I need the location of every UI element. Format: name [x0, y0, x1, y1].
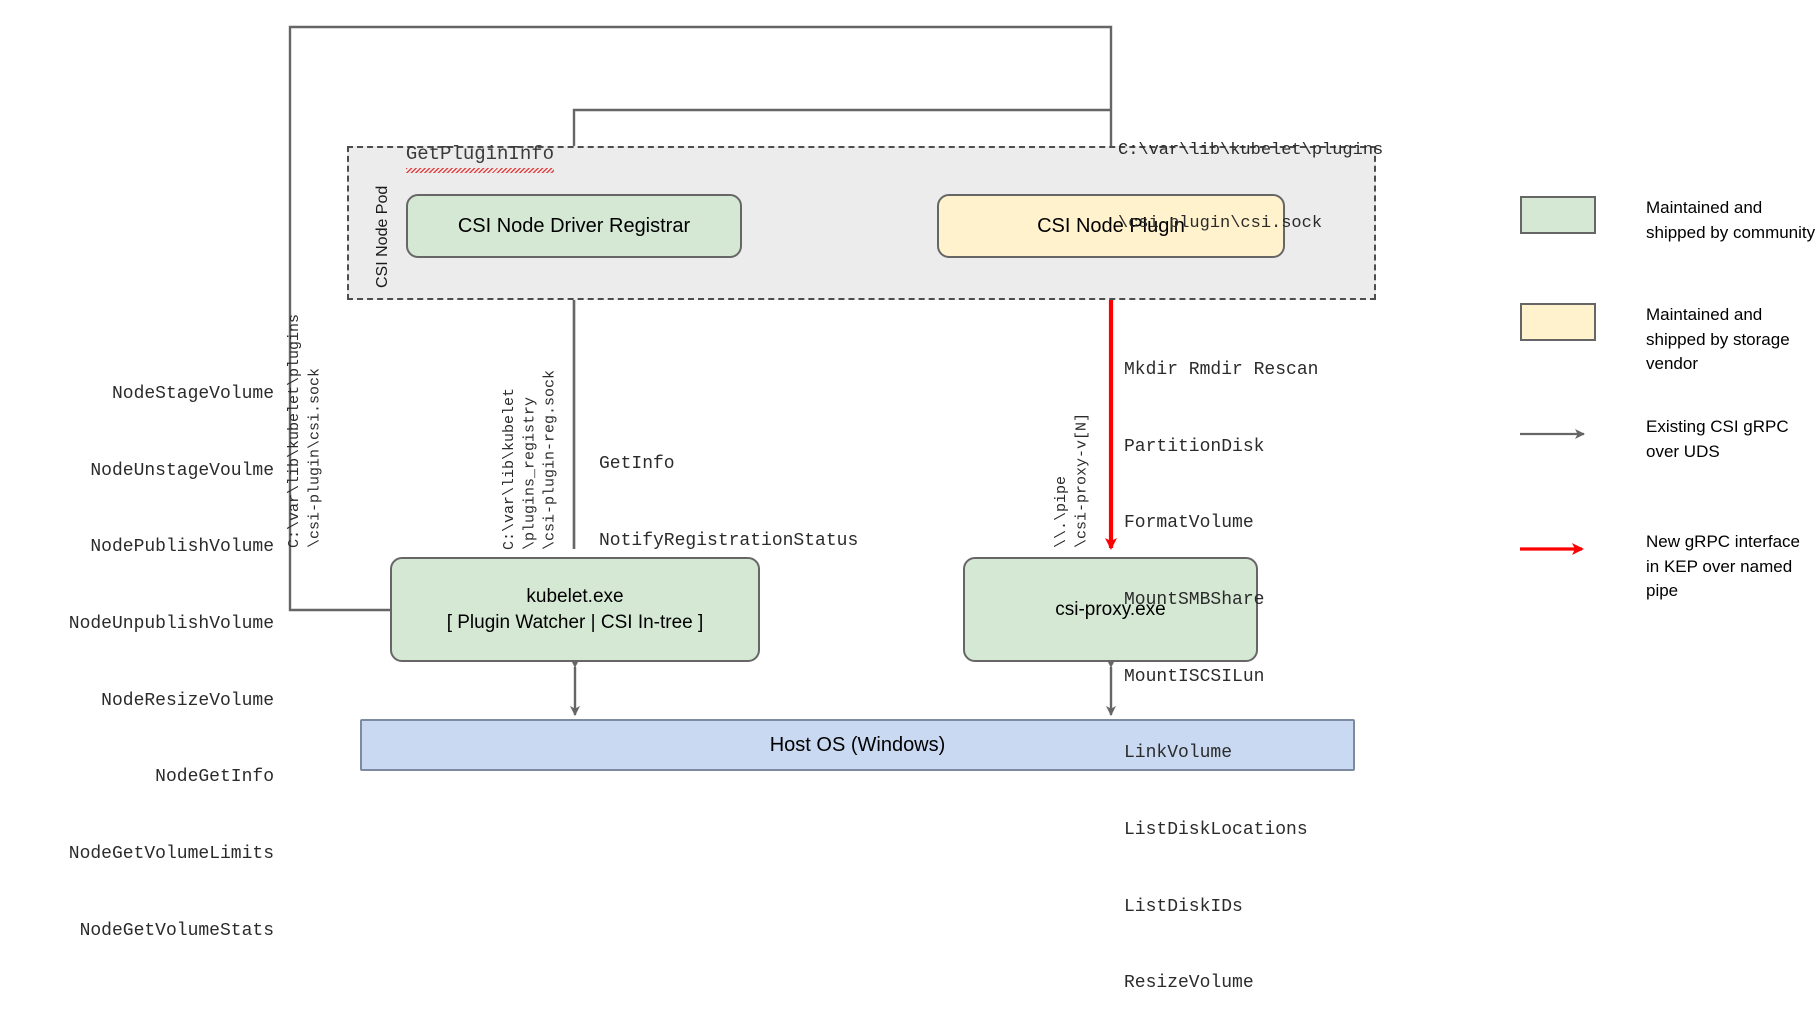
vertical-label-csi-sock-path-line1: C:\var\lib\kubelet\plugins: [286, 313, 303, 548]
list-item: LinkVolume: [1124, 743, 1233, 764]
legend-label-storage-vendor: Maintained and shipped by storage vendor: [1646, 305, 1790, 374]
box-csi-proxy-exe[interactable]: csi-proxy.exe: [963, 557, 1258, 662]
box-kubelet-exe[interactable]: kubelet.exe [ Plugin Watcher | CSI In-tr…: [390, 557, 760, 662]
list-item: FormatVolume: [1124, 513, 1254, 534]
vertical-label-registration-sock-path-line3: \csi-plugin-reg.sock: [541, 369, 559, 550]
vertical-label-named-pipe-path-line2: \csi-proxy-v[N]: [1073, 412, 1091, 548]
legend-label-new-named-pipe: New gRPC interface in KEP over named pip…: [1646, 532, 1801, 601]
list-csi-proxy-api-calls: Mkdir Rmdir Rescan PartitionDisk FormatV…: [1124, 307, 1318, 1022]
label-registration-calls: GetInfo NotifyRegistrationStatus: [599, 401, 858, 580]
box-csi-node-plugin-label: CSI Node Plugin: [1037, 214, 1185, 237]
list-item: NodeResizeVolume: [101, 690, 274, 711]
list-item: ListDiskLocations: [1124, 819, 1308, 840]
box-csi-node-driver-registrar[interactable]: CSI Node Driver Registrar: [406, 194, 742, 258]
list-item: NodePublishVolume: [90, 537, 274, 558]
csi-node-pod-label: CSI Node Pod: [374, 185, 391, 288]
box-kubelet-exe-sublabel: [ Plugin Watcher | CSI In-tree ]: [446, 611, 704, 633]
legend-label-community: Maintained and shipped by community: [1646, 198, 1816, 242]
vertical-label-registration-sock-path: C:\var\lib\kubelet\plugins_registry\csi-…: [500, 295, 561, 550]
list-item: NodeStageVolume: [111, 384, 274, 405]
legend: Maintained and shipped by community Main…: [1500, 0, 1818, 842]
legend-arrow-gray-icon: [1520, 415, 1596, 453]
list-item: Mkdir Rmdir Rescan: [1124, 360, 1319, 381]
label-csi-sock-path-line2: \csi-plugin\csi.sock: [1118, 213, 1323, 233]
legend-item-community: Maintained and shipped by community: [1520, 196, 1816, 245]
legend-swatch-yellow: [1520, 303, 1596, 341]
list-item: NodeUnpublishVolume: [68, 614, 274, 635]
list-item: MountSMBShare: [1124, 590, 1265, 611]
label-get-plugin-info-text: GetPluginInfo: [405, 141, 555, 173]
vertical-label-registration-sock-path-line2: \plugins_registry: [521, 396, 539, 550]
box-csi-node-driver-registrar-label: CSI Node Driver Registrar: [457, 214, 691, 237]
list-item: ResizeVolume: [1124, 973, 1254, 994]
vertical-label-named-pipe-path: \\.\pipe\csi-proxy-v[N]: [1052, 318, 1093, 548]
label-get-plugin-info: GetPluginInfo: [383, 114, 555, 173]
legend-label-existing-uds: Existing CSI gRPC over UDS: [1646, 417, 1789, 461]
label-csi-sock-path: C:\var\lib\kubelet\plugins \csi-plugin\c…: [1118, 91, 1383, 260]
list-item: NodeUnstageVoulme: [90, 460, 274, 481]
label-registration-calls-line1: GetInfo: [599, 454, 675, 475]
list-item: NodeGetInfo: [155, 767, 274, 788]
box-csi-proxy-exe-label: csi-proxy.exe: [1055, 598, 1166, 620]
diagram-connectors: [288, 25, 1117, 716]
edge-kubelet-to-plugin: [288, 25, 1116, 612]
list-item: NodeGetVolumeLimits: [68, 843, 274, 864]
list-item: NodeGetVolumeStats: [79, 920, 274, 941]
box-csi-node-plugin[interactable]: CSI Node Plugin: [937, 194, 1285, 258]
legend-item-storage-vendor: Maintained and shipped by storage vendor: [1520, 303, 1816, 377]
vertical-label-registration-sock-path-line1: C:\var\lib\kubelet: [501, 387, 518, 550]
vertical-label-csi-sock-path: C:\var\lib\kubelet\plugins\csi-plugin\cs…: [285, 314, 326, 548]
legend-swatch-green: [1520, 196, 1596, 234]
list-item: ListDiskIDs: [1124, 896, 1243, 917]
list-item: PartitionDisk: [1124, 436, 1265, 457]
box-kubelet-exe-label: kubelet.exe: [526, 585, 624, 607]
box-host-os[interactable]: Host OS (Windows): [360, 719, 1355, 771]
legend-item-existing-uds: Existing CSI gRPC over UDS: [1520, 415, 1816, 464]
vertical-label-csi-sock-path-line2: \csi-plugin\csi.sock: [306, 367, 324, 548]
legend-arrow-red-icon: [1520, 530, 1596, 568]
legend-item-new-named-pipe: New gRPC interface in KEP over named pip…: [1520, 530, 1816, 604]
label-registration-calls-line2: NotifyRegistrationStatus: [599, 530, 859, 551]
list-node-service-calls: NodeStageVolume NodeUnstageVoulme NodePu…: [4, 331, 274, 970]
list-item: MountISCSILun: [1124, 666, 1265, 687]
label-csi-sock-path-line1: C:\var\lib\kubelet\plugins: [1118, 141, 1384, 161]
box-host-os-label: Host OS (Windows): [769, 733, 946, 756]
vertical-label-named-pipe-path-line1: \\.\pipe: [1053, 475, 1070, 548]
